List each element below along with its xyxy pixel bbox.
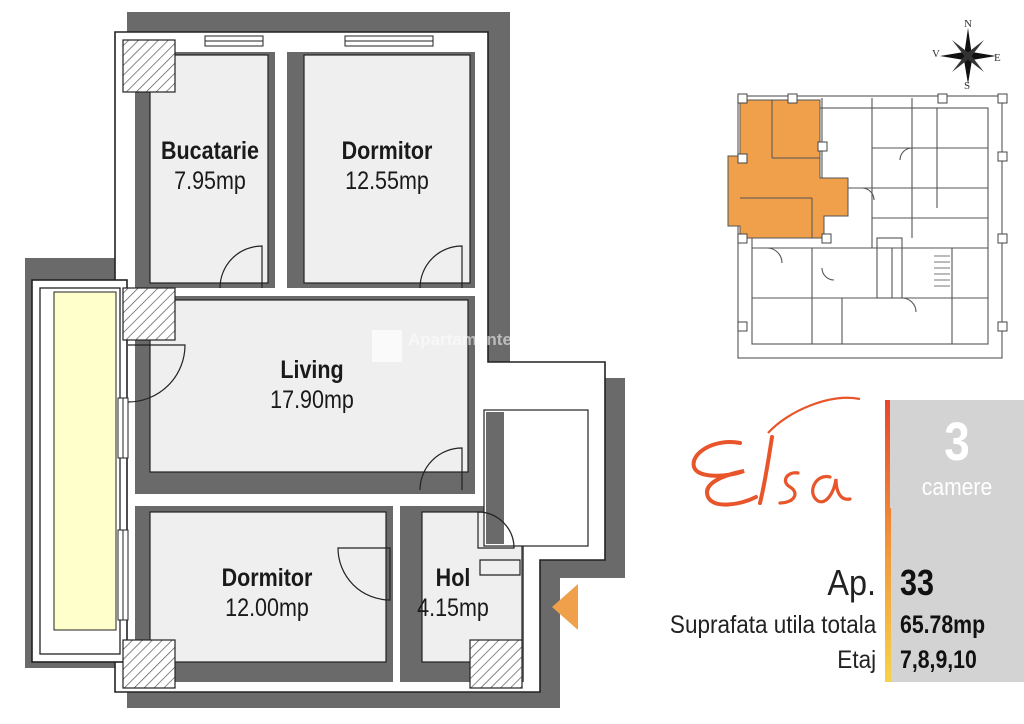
area-value: 65.78mp bbox=[900, 611, 986, 639]
room-bedroom-2: Dormitor 12.00mp bbox=[187, 564, 347, 624]
room-name: Hol bbox=[435, 564, 471, 592]
compass-north: N bbox=[964, 18, 972, 30]
area-row: Suprafata utila totala 65.78mp bbox=[0, 611, 1024, 641]
floor-value: 7,8,9,10 bbox=[900, 646, 977, 674]
apartment-number: 33 bbox=[900, 562, 935, 603]
columns bbox=[122, 39, 523, 689]
floor-row: Etaj 7,8,9,10 bbox=[0, 646, 1024, 676]
elsa-logo bbox=[691, 396, 861, 507]
info-panel bbox=[891, 508, 1024, 682]
bedroom1-floor bbox=[287, 52, 475, 288]
area-label: Suprafata utila totala bbox=[669, 611, 876, 639]
accent-bar bbox=[885, 400, 891, 682]
bedroom2-floor bbox=[135, 506, 393, 682]
windows bbox=[117, 35, 434, 621]
room-area: 17.90mp bbox=[270, 386, 354, 414]
room-count-label: camere bbox=[921, 474, 993, 501]
living-floor bbox=[135, 296, 475, 494]
room-count-box: 3 camere bbox=[890, 400, 1024, 508]
brand-logo bbox=[680, 393, 880, 523]
compass-east: E bbox=[994, 52, 1001, 64]
room-area: 12.55mp bbox=[345, 167, 429, 195]
room-area: 4.15mp bbox=[417, 594, 489, 622]
room-bedroom-1: Dormitor 12.55mp bbox=[307, 137, 467, 197]
room-name: Dormitor bbox=[341, 137, 433, 165]
entrance-arrow-icon bbox=[552, 584, 578, 630]
room-count: 3 bbox=[944, 412, 970, 472]
doors bbox=[127, 245, 521, 601]
room-name: Living bbox=[280, 356, 344, 384]
apartment-label: Ap. bbox=[827, 562, 876, 603]
balcony bbox=[39, 287, 121, 655]
compass-rose-icon bbox=[940, 28, 996, 84]
room-hall: Hol 4.15mp bbox=[398, 564, 508, 624]
compass-south: S bbox=[964, 80, 971, 92]
floor-plan bbox=[25, 12, 625, 708]
room-area: 12.00mp bbox=[225, 594, 309, 622]
watermark-text: Apartamente bbox=[408, 330, 512, 349]
room-area: 7.95mp bbox=[174, 167, 246, 195]
compass: N S V E bbox=[932, 18, 1004, 92]
shaft bbox=[483, 409, 589, 547]
room-name: Bucatarie bbox=[160, 137, 259, 165]
floor-label: Etaj bbox=[837, 646, 876, 674]
compass-west: V bbox=[932, 48, 940, 60]
room-living: Living 17.90mp bbox=[232, 356, 392, 416]
room-kitchen: Bucatarie 7.95mp bbox=[140, 137, 280, 197]
room-name: Dormitor bbox=[221, 564, 313, 592]
watermark-mark bbox=[372, 330, 402, 362]
apartment-row: Ap. 33 bbox=[0, 562, 1024, 603]
key-plan-highlight bbox=[727, 99, 849, 239]
key-plan bbox=[727, 93, 1008, 359]
